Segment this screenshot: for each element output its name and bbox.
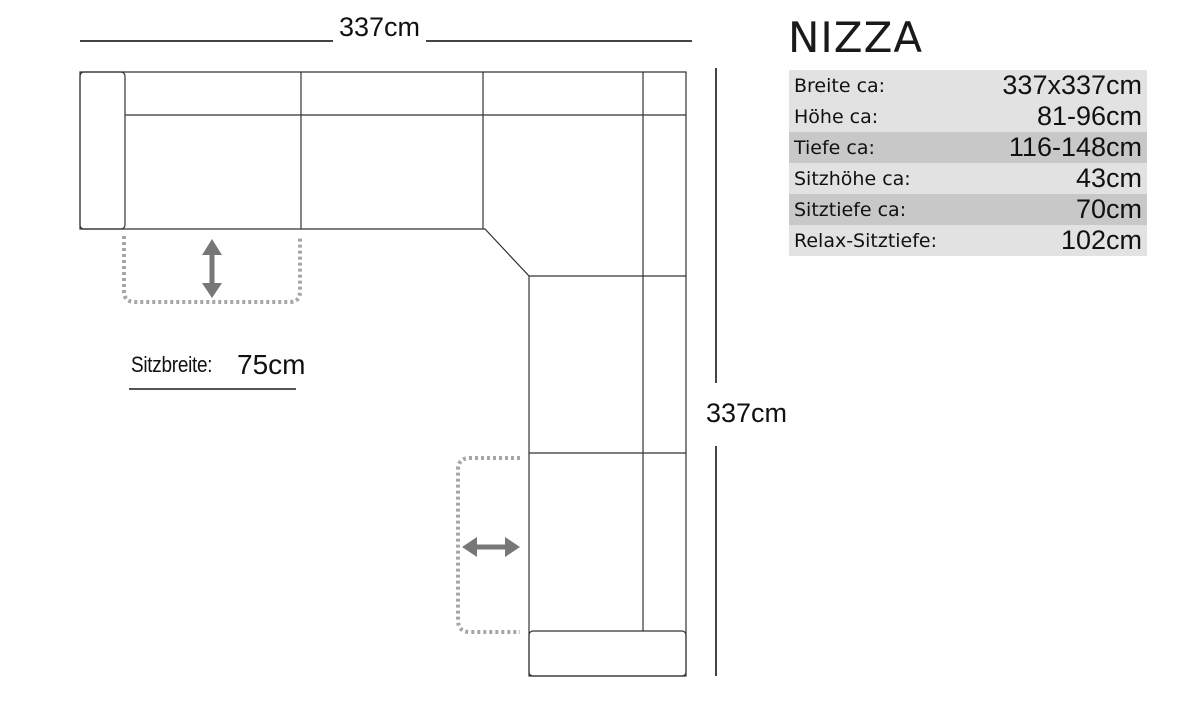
spec-label: Tiefe ca: — [794, 136, 875, 159]
spec-table: Breite ca: 337x337cm Höhe ca: 81-96cm Ti… — [789, 70, 1147, 256]
depth-dimension-label: 337cm — [706, 398, 788, 429]
horizontal-double-arrow-icon — [462, 537, 520, 557]
spec-label: Breite ca: — [794, 74, 886, 97]
spec-row: Breite ca: 337x337cm — [789, 70, 1147, 101]
model-title: NIZZA — [788, 13, 924, 62]
seat-width-value: 75cm — [237, 349, 306, 380]
seat-width-underline — [129, 388, 296, 390]
spec-label: Sitztiefe ca: — [794, 198, 907, 221]
width-dimension-label: 337cm — [333, 12, 427, 43]
spec-value: 81-96cm — [1036, 101, 1142, 131]
relax-extension-right — [456, 456, 520, 634]
seat-width-annotation: Sitzbreite: 75cm — [131, 349, 305, 380]
spec-row: Sitztiefe ca: 70cm — [789, 194, 1147, 225]
sofa-outline — [79, 71, 687, 677]
spec-value: 116-148cm — [1008, 132, 1142, 162]
spec-value: 70cm — [1075, 194, 1142, 224]
spec-label: Sitzhöhe ca: — [794, 167, 911, 190]
spec-value: 43cm — [1075, 163, 1142, 193]
spec-row: Relax-Sitztiefe: 102cm — [789, 225, 1147, 256]
spec-value: 337x337cm — [1002, 70, 1142, 100]
seat-width-label: Sitzbreite: — [131, 352, 213, 377]
bottom-armrest — [528, 630, 687, 677]
spec-row: Tiefe ca: 116-148cm — [789, 132, 1147, 163]
spec-label: Relax-Sitztiefe: — [794, 229, 938, 252]
relax-extension-top — [122, 236, 302, 304]
spec-value: 102cm — [1060, 225, 1142, 255]
spec-row: Sitzhöhe ca: 43cm — [789, 163, 1147, 194]
spec-row: Höhe ca: 81-96cm — [789, 101, 1147, 132]
left-armrest — [79, 71, 126, 230]
spec-label: Höhe ca: — [794, 105, 879, 128]
vertical-double-arrow-icon — [202, 239, 222, 298]
